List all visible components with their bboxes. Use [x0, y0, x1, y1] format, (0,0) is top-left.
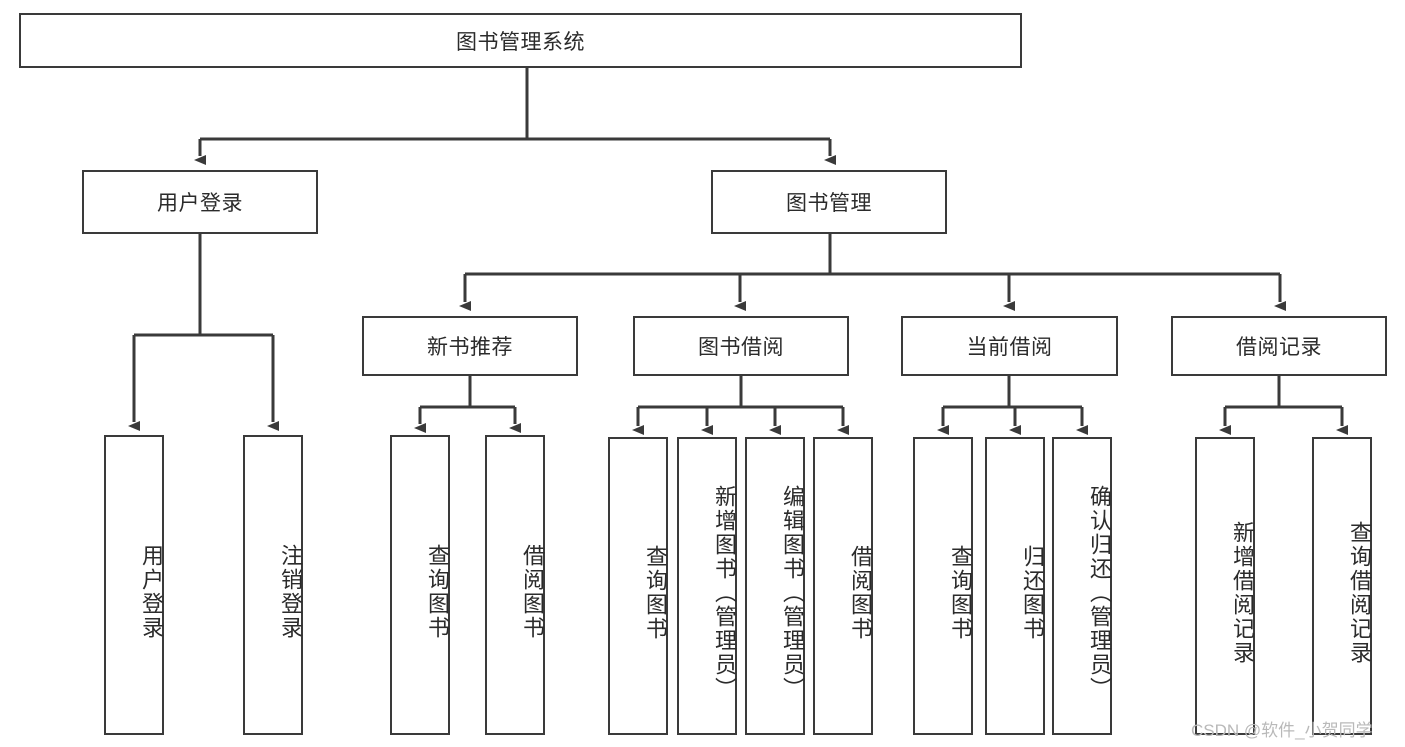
leaf-query-book-2[interactable]: 查询图书: [608, 437, 668, 735]
leaf-borrow-book-2-label: 借阅图书: [848, 545, 873, 641]
leaf-add-record[interactable]: 新增借阅记录: [1195, 437, 1255, 735]
node-new-book-recommend[interactable]: 新书推荐: [362, 316, 578, 376]
node-book-management[interactable]: 图书管理: [711, 170, 947, 234]
leaf-borrow-book-2[interactable]: 借阅图书: [813, 437, 873, 735]
leaf-user-login[interactable]: 用户登录: [104, 435, 164, 735]
node-root[interactable]: 图书管理系统: [19, 13, 1022, 68]
leaf-query-record[interactable]: 查询借阅记录: [1312, 437, 1372, 735]
node-book-management-label: 图书管理: [786, 192, 872, 215]
node-book-borrow[interactable]: 图书借阅: [633, 316, 849, 376]
node-current-borrow[interactable]: 当前借阅: [901, 316, 1118, 376]
node-borrow-records-label: 借阅记录: [1236, 336, 1322, 359]
node-root-label: 图书管理系统: [456, 30, 585, 54]
leaf-user-logout[interactable]: 注销登录: [243, 435, 303, 735]
leaf-edit-book-label: 编辑图书（管理员）: [780, 485, 805, 701]
leaf-query-book-3[interactable]: 查询图书: [913, 437, 973, 735]
node-current-borrow-label: 当前借阅: [966, 336, 1053, 359]
leaf-edit-book[interactable]: 编辑图书（管理员）: [745, 437, 805, 735]
leaf-confirm-return-label: 确认归还（管理员）: [1087, 485, 1112, 701]
leaf-query-record-label: 查询借阅记录: [1347, 521, 1372, 665]
watermark: CSDN @软件_小贺同学: [1191, 721, 1373, 740]
leaf-add-book[interactable]: 新增图书（管理员）: [677, 437, 737, 735]
leaf-borrow-book-1[interactable]: 借阅图书: [485, 435, 545, 735]
node-user-login[interactable]: 用户登录: [82, 170, 318, 234]
node-new-book-recommend-label: 新书推荐: [427, 336, 513, 359]
leaf-query-book-1[interactable]: 查询图书: [390, 435, 450, 735]
leaf-borrow-book-1-label: 借阅图书: [520, 544, 545, 640]
leaf-query-book-1-label: 查询图书: [425, 544, 450, 640]
leaf-confirm-return[interactable]: 确认归还（管理员）: [1052, 437, 1112, 735]
node-user-login-label: 用户登录: [157, 192, 243, 215]
leaf-user-login-label: 用户登录: [139, 544, 164, 640]
leaf-add-book-label: 新增图书（管理员）: [712, 485, 737, 701]
leaf-add-record-label: 新增借阅记录: [1230, 521, 1255, 665]
leaf-user-logout-label: 注销登录: [278, 544, 303, 640]
node-book-borrow-label: 图书借阅: [698, 336, 784, 359]
leaf-query-book-3-label: 查询图书: [948, 545, 973, 641]
node-borrow-records[interactable]: 借阅记录: [1171, 316, 1387, 376]
leaf-return-book[interactable]: 归还图书: [985, 437, 1045, 735]
leaf-return-book-label: 归还图书: [1020, 545, 1045, 641]
leaf-query-book-2-label: 查询图书: [643, 545, 668, 641]
